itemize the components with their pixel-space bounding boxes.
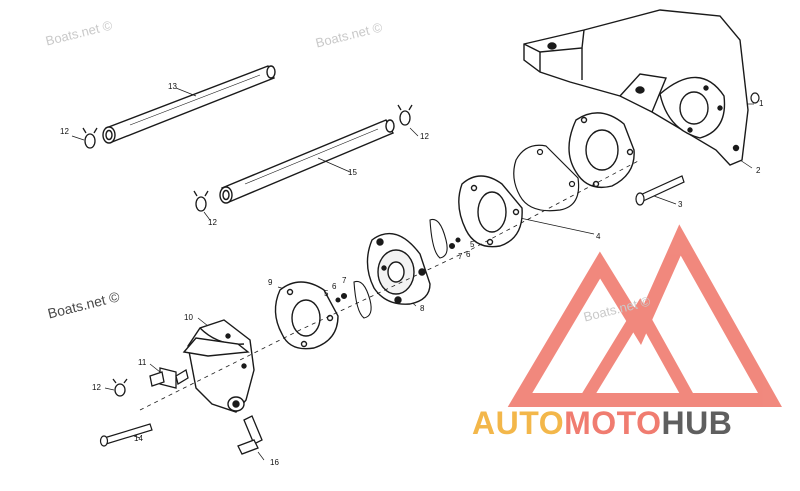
callout-12-b: 12: [420, 132, 429, 141]
callout-11: 11: [138, 358, 147, 367]
tube-15: [219, 119, 395, 204]
pump-body-10: [182, 319, 255, 413]
callout-5-lower: 5: [324, 289, 329, 298]
callout-16: 16: [270, 458, 279, 467]
elbow-fitting-11: [149, 367, 189, 389]
gasket-4-b: [513, 144, 580, 212]
callout-10: 10: [184, 313, 193, 322]
callout-7-upper: 7: [458, 252, 463, 261]
clamp-12-a: [82, 127, 98, 149]
callout-6-upper: 6: [466, 250, 471, 259]
clamp-12-b: [397, 104, 413, 126]
callout-5-upper: 5: [470, 240, 475, 249]
callout-7-lower: 7: [342, 276, 347, 285]
callout-4: 4: [596, 232, 601, 241]
fasteners-5-6-7-upper: [429, 218, 461, 259]
logo-text-auto: AUTO: [472, 405, 565, 441]
screw-3: [635, 175, 685, 206]
callout-6-lower: 6: [332, 282, 337, 291]
callout-15: 15: [348, 168, 357, 177]
screw-14: [99, 423, 153, 447]
callout-14: 14: [134, 434, 143, 443]
automotohub-logo-text: AUTOMOTOHUB: [472, 405, 732, 442]
callout-3: 3: [678, 200, 683, 209]
elbow-fitting-16: [237, 415, 263, 455]
callout-1: 1: [759, 99, 764, 108]
clamp-12-d: [112, 378, 128, 397]
callout-9: 9: [268, 278, 273, 287]
bracket-2: [523, 9, 749, 166]
pump-cover-8: [366, 232, 431, 305]
callout-13: 13: [168, 82, 177, 91]
gasket-4-a: [568, 112, 635, 189]
callout-2: 2: [756, 166, 761, 175]
callout-8: 8: [420, 304, 425, 313]
logo-text-hub: HUB: [661, 405, 733, 441]
logo-mark: [507, 224, 782, 407]
gasket-9: [274, 281, 339, 350]
logo-text-moto: MOTO: [564, 405, 662, 441]
gasket-4-c: [458, 175, 523, 248]
callout-12-d: 12: [92, 383, 101, 392]
clamp-12-c: [193, 190, 209, 212]
tube-13: [102, 65, 276, 144]
callout-12-a: 12: [60, 127, 69, 136]
fasteners-5-6-7-lower: [335, 280, 372, 319]
assembly-axis: [139, 159, 641, 411]
callout-12-c: 12: [208, 218, 217, 227]
nut-1: [750, 92, 760, 104]
